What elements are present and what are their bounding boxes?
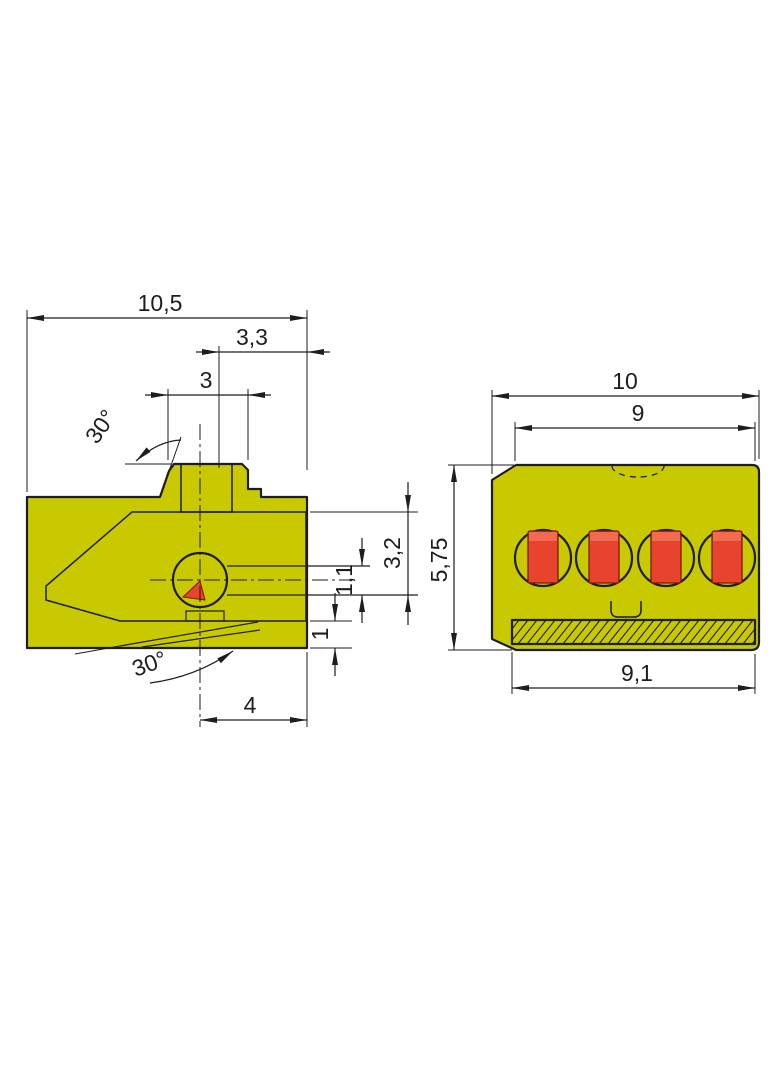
hidden-latch-arc bbox=[611, 465, 665, 478]
dim-busbar-label: 9,1 bbox=[621, 660, 653, 686]
wire-funnel-cutout bbox=[45, 511, 307, 622]
push-button-cap-4 bbox=[713, 532, 741, 541]
push-button-4 bbox=[711, 530, 743, 584]
pole-group bbox=[513, 528, 757, 588]
push-button-3 bbox=[650, 530, 682, 584]
dim-center-edge-label: 4 bbox=[244, 692, 257, 718]
dim-pole-span-label: 9 bbox=[632, 400, 645, 426]
dim-notch-width-label: 3 bbox=[200, 367, 213, 393]
push-button-cap-3 bbox=[652, 532, 680, 541]
angle-arc-bottom bbox=[149, 650, 234, 684]
clamp-detail bbox=[185, 610, 225, 622]
dim-slot-height-label: 1,1 bbox=[331, 564, 357, 596]
chamfer-extension bbox=[74, 645, 121, 655]
push-button-cap-2 bbox=[590, 532, 618, 541]
dim-wall-label: 1 bbox=[307, 628, 333, 641]
dim-overall-width-label: 10,5 bbox=[138, 290, 183, 316]
dim-width-label: 10 bbox=[612, 368, 638, 394]
dim-offset-label: 3,3 bbox=[236, 324, 268, 350]
latch-slot bbox=[180, 463, 233, 513]
slant-extension bbox=[160, 436, 182, 495]
chamfer-edge-line bbox=[119, 621, 259, 647]
front-view-drawing: 10 9 5,75 9,1 bbox=[426, 368, 761, 694]
push-button-cap-1 bbox=[529, 532, 557, 541]
push-button-1 bbox=[527, 530, 559, 584]
chamfer-edge-line-2 bbox=[141, 629, 261, 648]
push-button-2 bbox=[588, 530, 620, 584]
release-tab bbox=[610, 601, 642, 618]
busbar-hatch bbox=[512, 620, 755, 644]
dim-height-label: 5,75 bbox=[426, 538, 452, 583]
angle-bottom-label: 30° bbox=[128, 645, 170, 681]
side-view-drawing: 10,5 3,3 3 30° 3,2 1,1 1 bbox=[25, 290, 418, 727]
dim-funnel-height-label: 3,2 bbox=[379, 537, 405, 569]
angle-arc-top bbox=[135, 439, 182, 462]
angle-top-label: 30° bbox=[80, 405, 121, 448]
